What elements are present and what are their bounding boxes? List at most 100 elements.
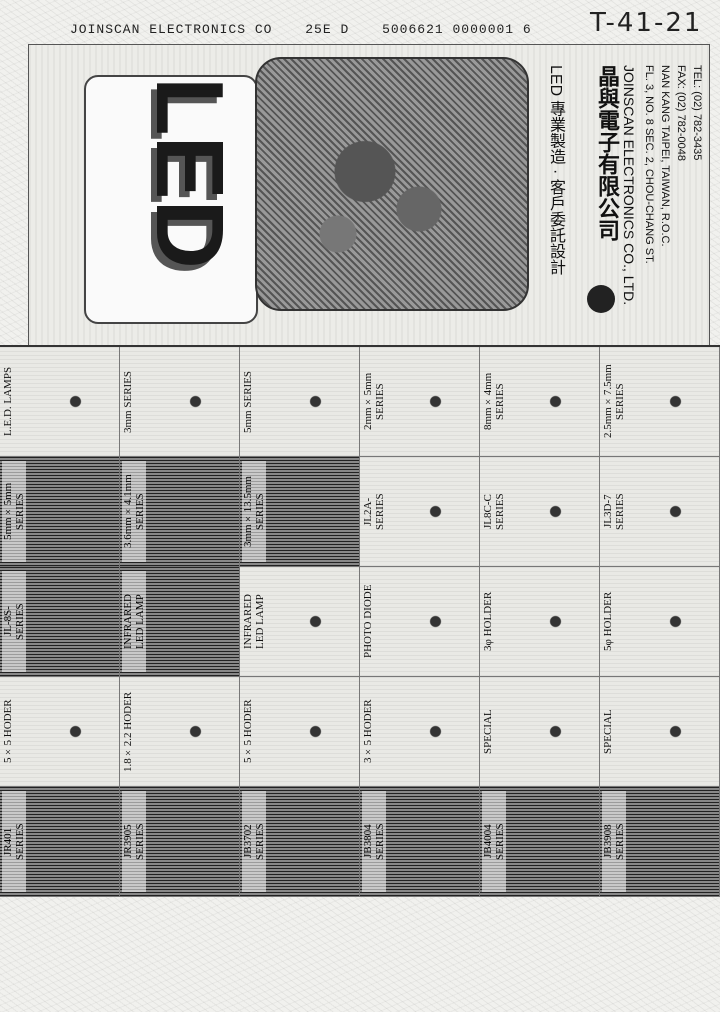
product-label: 2mm×5mm SERIES: [362, 372, 386, 431]
catalog-header: LED LED 專業製造 · 客戶委託設計 晶與電子有限公司 JOINSCAN …: [28, 44, 710, 346]
product-image: [638, 473, 713, 550]
product-image: [158, 363, 233, 440]
product-image: [278, 583, 353, 660]
product-image: [518, 583, 593, 660]
product-label: INFRARED LED LAMP: [242, 594, 266, 650]
product-image: [278, 473, 353, 550]
product-image: [158, 473, 233, 550]
product-cell: 5mm×5mm SERIES: [0, 457, 120, 567]
product-label: JB3702 SERIES: [242, 791, 266, 892]
product-cell: JB3804 SERIES: [360, 787, 480, 897]
product-cell: SPECIAL: [480, 677, 600, 787]
product-image: [518, 693, 593, 770]
product-cell: 5×5 HODER: [240, 677, 360, 787]
product-image: [158, 803, 233, 880]
product-label: PHOTO DIODE: [362, 584, 374, 659]
product-image: [278, 803, 353, 880]
english-company-name: JOINSCAN ELECTRONICS CO., LTD.: [621, 65, 637, 306]
code-text-1: 25E D: [305, 22, 350, 37]
product-cell: 2.5mm×7.5mm SERIES: [600, 347, 720, 457]
product-label: SPECIAL: [602, 709, 614, 754]
product-label: 1.8×2.2 HODER: [122, 691, 134, 772]
product-cell: PHOTO DIODE: [360, 567, 480, 677]
product-image: [158, 583, 233, 660]
product-label: JL-8S- SERIES: [2, 571, 26, 672]
product-label: 3mm×13.5mm SERIES: [242, 461, 266, 562]
product-label: 8mm×4mm SERIES: [482, 372, 506, 431]
product-image: [398, 363, 473, 440]
chinese-slogan: LED 專業製造 · 客戶委託設計: [547, 65, 564, 275]
product-image: [398, 803, 473, 880]
product-label: JL3D-7 SERIES: [602, 493, 626, 530]
tel-number: TEL: (02) 782-3435: [691, 65, 703, 161]
product-label: JB3908 SERIES: [602, 791, 626, 892]
product-image: [158, 693, 233, 770]
led-logo: LED: [84, 75, 258, 324]
product-label: L.E.D. LAMPS: [2, 366, 14, 437]
product-cell: JL3D-7 SERIES: [600, 457, 720, 567]
product-cell: JB3908 SERIES: [600, 787, 720, 897]
product-cell: INFRARED LED LAMP: [120, 567, 240, 677]
logo-text: LED: [136, 77, 243, 269]
product-label: 3φ HOLDER: [482, 591, 494, 652]
product-cell: 3.6mm×4.1mm SERIES: [120, 457, 240, 567]
product-image: [38, 693, 113, 770]
product-cell: JB4004 SERIES: [480, 787, 600, 897]
product-label: SPECIAL: [482, 709, 494, 754]
product-label: INFRARED LED LAMP: [122, 571, 146, 672]
document-header-line: JOINSCAN ELECTRONICS CO 25E D 5006621 00…: [70, 8, 710, 42]
product-image: [398, 473, 473, 550]
product-cell: JB3702 SERIES: [240, 787, 360, 897]
product-cell: 3mm SERIES: [120, 347, 240, 457]
product-image: [638, 583, 713, 660]
product-photo: [255, 57, 529, 311]
product-label: JL2A- SERIES: [362, 493, 386, 530]
address-line-1: FL. 3, NO. 8 SEC. 2, CHOU-CHANG ST.: [643, 65, 655, 264]
product-cell: 3φ HOLDER: [480, 567, 600, 677]
product-cell: JL-8S- SERIES: [0, 567, 120, 677]
product-cell: 8mm×4mm SERIES: [480, 347, 600, 457]
product-image: [638, 363, 713, 440]
company-code-text: JOINSCAN ELECTRONICS CO: [70, 22, 273, 37]
code-text-2: 5006621 0000001 6: [382, 22, 532, 37]
product-image: [398, 583, 473, 660]
product-label: JR3905 SERIES: [122, 791, 146, 892]
product-image: [518, 363, 593, 440]
product-cell: SPECIAL: [600, 677, 720, 787]
chinese-company-name: 晶與電子有限公司: [595, 65, 620, 241]
product-cell: 5×5 HODER: [0, 677, 120, 787]
product-cell: 5mm SERIES: [240, 347, 360, 457]
product-label: 5mm×5mm SERIES: [2, 461, 26, 562]
product-cell: JR401 SERIES: [0, 787, 120, 897]
product-label: 3×5 HODER: [362, 699, 374, 764]
product-image: [518, 473, 593, 550]
address-line-2: NAN KANG TAIPEI, TAIWAN, R.O.C.: [659, 65, 671, 247]
product-label: 3mm SERIES: [122, 370, 134, 433]
product-label: 5φ HOLDER: [602, 591, 614, 652]
product-image: [278, 363, 353, 440]
product-cell: 5φ HOLDER: [600, 567, 720, 677]
product-label: JR401 SERIES: [2, 791, 26, 892]
product-image: [638, 693, 713, 770]
product-label: 2.5mm×7.5mm SERIES: [602, 364, 626, 439]
handwritten-note: T-41-21: [590, 8, 703, 38]
product-image: [638, 803, 713, 880]
product-label: JB4004 SERIES: [482, 791, 506, 892]
product-image: [38, 583, 113, 660]
product-image: [518, 803, 593, 880]
product-cell: 2mm×5mm SERIES: [360, 347, 480, 457]
product-image: [38, 473, 113, 550]
product-cell: 3mm×13.5mm SERIES: [240, 457, 360, 567]
product-image: [278, 693, 353, 770]
product-cell: JL8C-C SERIES: [480, 457, 600, 567]
product-image: [38, 803, 113, 880]
product-cell: L.E.D. LAMPS: [0, 347, 120, 457]
product-cell: JR3905 SERIES: [120, 787, 240, 897]
product-label: JL8C-C SERIES: [482, 493, 506, 530]
product-cell: INFRARED LED LAMP: [240, 567, 360, 677]
product-cell: JL2A- SERIES: [360, 457, 480, 567]
product-cell: 3×5 HODER: [360, 677, 480, 787]
product-label: 3.6mm×4.1mm SERIES: [122, 461, 146, 562]
